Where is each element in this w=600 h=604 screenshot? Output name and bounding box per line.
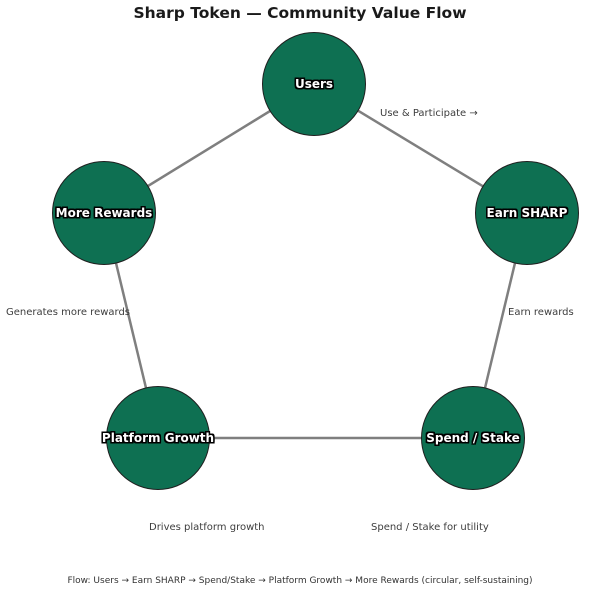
node-more-rewards[interactable]: More Rewards bbox=[52, 161, 156, 265]
edge-label-drives-platform-growth: Drives platform growth bbox=[149, 522, 265, 533]
node-spend-stake-label: Spend / Stake bbox=[426, 431, 520, 445]
node-more-rewards-label: More Rewards bbox=[55, 206, 153, 220]
diagram-caption: Flow: Users → Earn SHARP → Spend/Stake →… bbox=[67, 576, 533, 586]
edge-label-earn-rewards: Earn rewards bbox=[508, 307, 574, 318]
node-earn-sharp-label: Earn SHARP bbox=[486, 206, 568, 220]
node-platform-growth-label: Platform Growth bbox=[101, 431, 215, 445]
node-users[interactable]: Users bbox=[262, 32, 366, 136]
node-platform-growth[interactable]: Platform Growth bbox=[102, 386, 214, 490]
diagram-title: Sharp Token — Community Value Flow bbox=[133, 4, 467, 22]
edge-label-generates-more-rewards: Generates more rewards bbox=[6, 307, 131, 318]
node-users-label: Users bbox=[294, 77, 334, 91]
edge-label-spend-stake-utility: Spend / Stake for utility bbox=[371, 522, 489, 533]
edge-label-use-participate: Use & Participate → bbox=[380, 108, 478, 119]
node-earn-sharp[interactable]: Earn SHARP bbox=[475, 161, 579, 265]
node-spend-stake[interactable]: Spend / Stake bbox=[421, 386, 525, 490]
